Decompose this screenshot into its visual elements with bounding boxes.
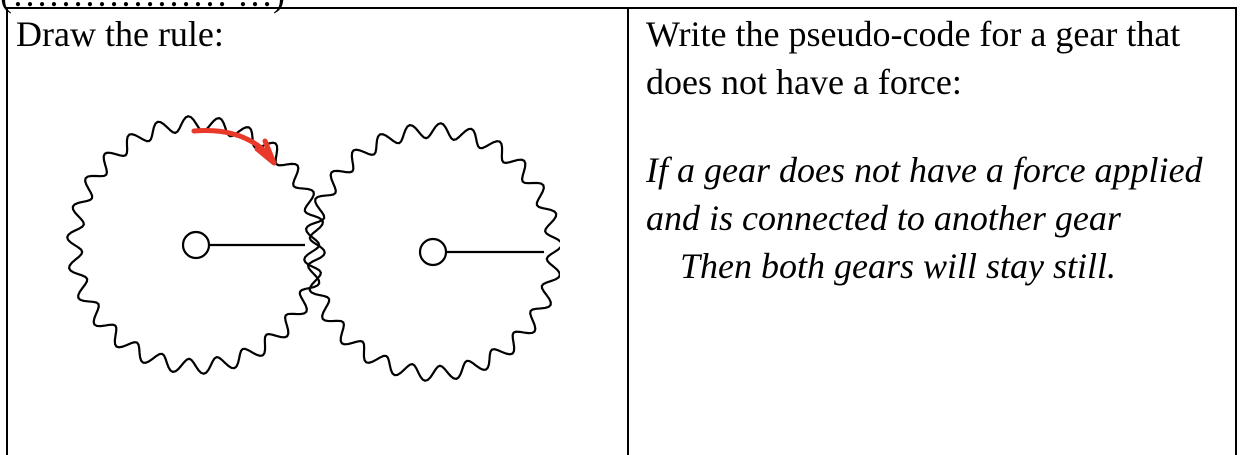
- left-gear-axle: [181, 230, 211, 260]
- worksheet-table: [6, 7, 1237, 455]
- rotation-arrow-shaft: [191, 128, 270, 156]
- right-gear: [303, 122, 563, 382]
- draw-rule-cell: Draw the rule:: [16, 10, 616, 58]
- rotation-arrow-head: [254, 138, 277, 166]
- draw-rule-heading: Draw the rule:: [16, 14, 224, 54]
- gears-diagram: [60, 105, 563, 410]
- pseudo-code-line: If a gear does not have a force applied: [646, 150, 1203, 190]
- pseudo-code-heading-line1: Write the pseudo-code for a gear that: [646, 14, 1181, 54]
- pseudo-code-line: and is connected to another gear: [646, 198, 1121, 238]
- pseudo-code-line: Then both gears will stay still.: [680, 246, 1117, 286]
- gears-drawing: [66, 115, 563, 382]
- column-divider: [627, 7, 629, 455]
- pseudo-code-cell: Write the pseudo-code for a gear that do…: [646, 10, 1236, 290]
- pseudo-code-answer: If a gear does not have a force applied …: [646, 146, 1236, 290]
- pseudo-code-heading-line2: does not have a force:: [646, 62, 962, 102]
- right-gear-axle: [418, 237, 448, 267]
